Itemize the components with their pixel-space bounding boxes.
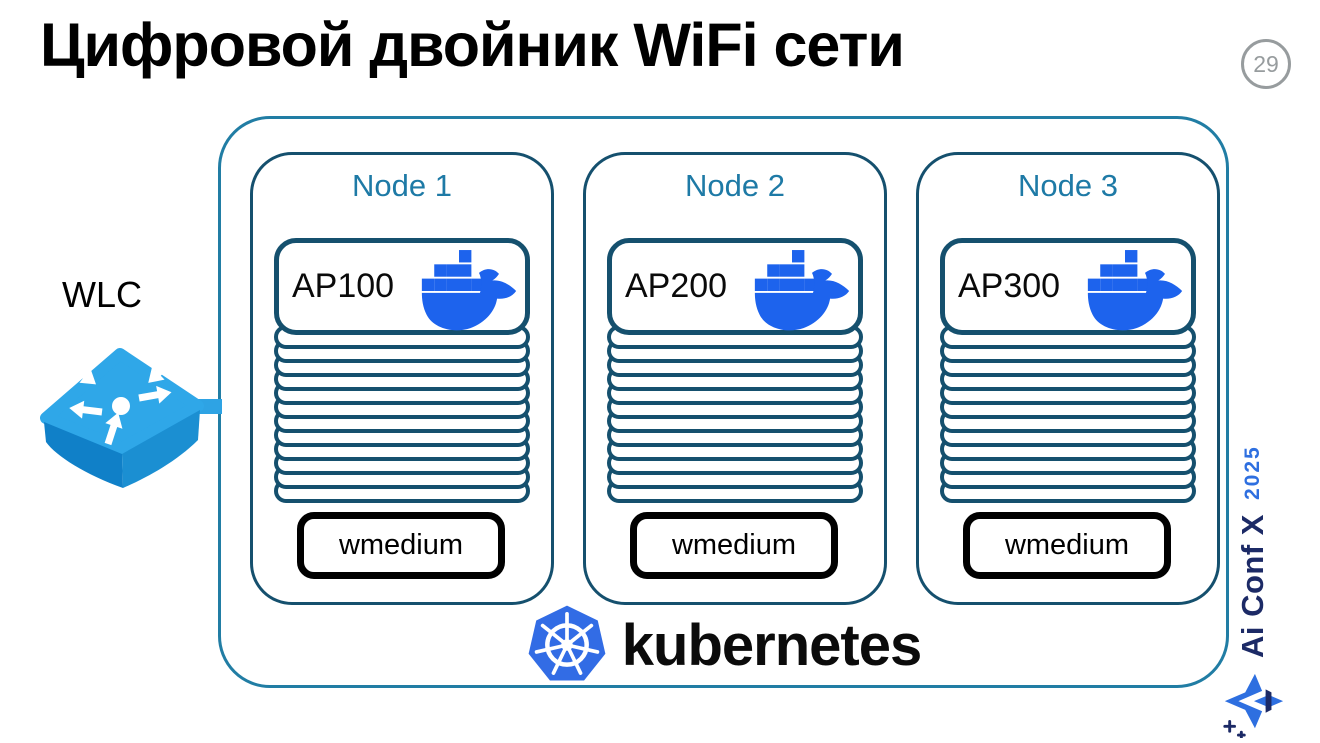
docker-whale-icon [421, 250, 517, 331]
node-label: Node 2 [685, 168, 785, 203]
conference-year: 2025 [1241, 445, 1264, 500]
docker-whale-icon [754, 250, 850, 331]
wmedium-label: wmedium [338, 529, 464, 561]
ap-container: AP300 [940, 238, 1196, 335]
docker-whale-icon [1087, 250, 1183, 331]
wmedium-label: wmedium [671, 529, 797, 561]
wmedium-box: wmedium [963, 512, 1171, 579]
wmedium-label: wmedium [1004, 529, 1130, 561]
ap-label: AP300 [958, 267, 1061, 305]
kubernetes-branding: kubernetes [218, 602, 1229, 688]
slide-title: Цифровой двойник WiFi сети [40, 11, 905, 79]
wlc-label: WLC [62, 274, 142, 315]
wmedium-box: wmedium [297, 512, 505, 579]
container-stack: AP300 [940, 238, 1196, 506]
ap-label: AP200 [625, 267, 728, 305]
container-stack-layer [940, 423, 1196, 447]
node-1: Node 1 AP100 wmedium [250, 152, 554, 605]
container-stack: AP200 [607, 238, 863, 506]
conference-name: Ai Conf X [1235, 514, 1270, 658]
node-2: Node 2 AP200 wmedium [583, 152, 887, 605]
ap-container: AP200 [607, 238, 863, 335]
kubernetes-wheel-icon [528, 605, 606, 681]
aiconf-logo-icon [1223, 673, 1284, 738]
network-switch-icon [40, 348, 204, 488]
node-label: Node 1 [352, 168, 452, 203]
ap-container: AP100 [274, 238, 530, 335]
kubernetes-label: kubernetes [621, 612, 922, 678]
conference-branding: Ai Conf X 2025 [1211, 418, 1295, 738]
node-label: Node 3 [1018, 168, 1118, 203]
page-number-badge: 29 [1241, 39, 1291, 89]
node-3: Node 3 AP300 wmedium [916, 152, 1220, 605]
container-stack: AP100 [274, 238, 530, 506]
wmedium-box: wmedium [630, 512, 838, 579]
ap-label: AP100 [292, 267, 395, 305]
page-number: 29 [1253, 50, 1279, 77]
